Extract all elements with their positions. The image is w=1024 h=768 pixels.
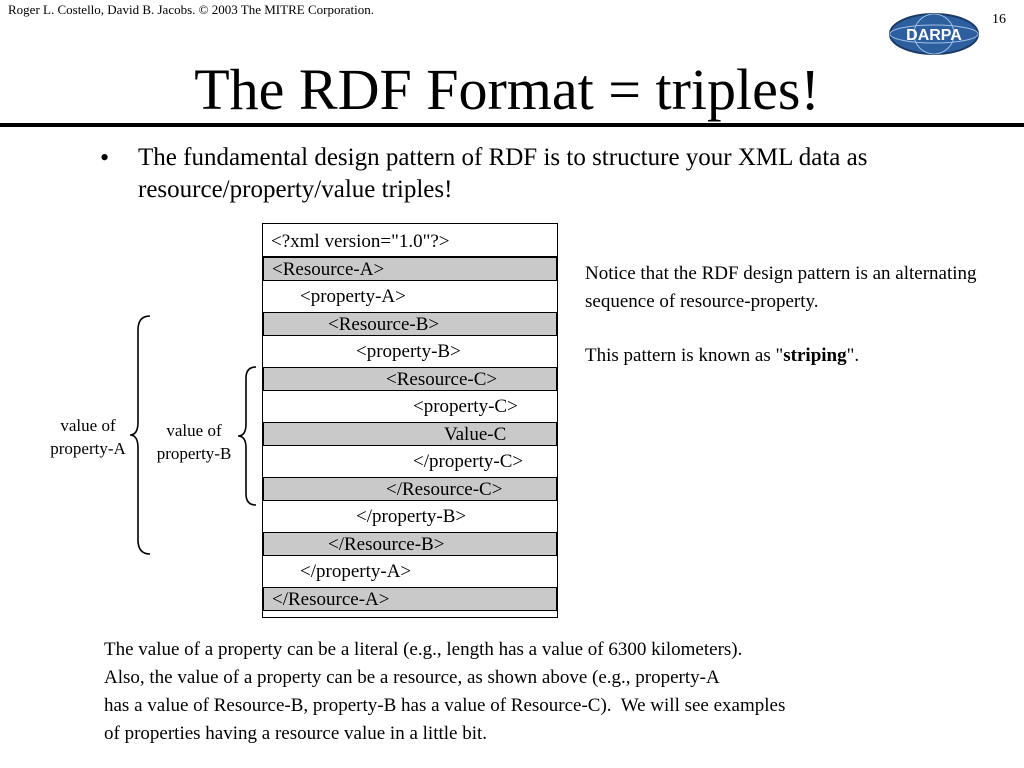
code-line: </property-B> — [356, 506, 467, 527]
paragraph-line: has a value of Resource-B, property-B ha… — [104, 695, 786, 716]
code-line: </Resource-A> — [263, 587, 557, 611]
brace-property-b — [237, 366, 257, 506]
striping-note-prefix: This pattern is known as " — [585, 345, 784, 366]
slide-title: The RDF Format = triples! — [194, 57, 820, 122]
striping-note-suffix: ". — [846, 345, 860, 366]
bullet-text: The fundamental design pattern of RDF is… — [138, 144, 868, 203]
brace-label-property-a: value of property-A — [38, 414, 138, 460]
code-line: </property-A> — [300, 561, 412, 582]
code-line: <property-A> — [300, 286, 406, 307]
label-line: value of — [166, 421, 222, 440]
row-separator — [263, 256, 557, 257]
code-line: <property-B> — [356, 341, 461, 362]
code-line: <property-C> — [413, 396, 518, 417]
code-line: </property-C> — [413, 451, 524, 472]
label-line: property-A — [50, 439, 126, 458]
code-line: Value-C — [263, 422, 557, 446]
notice-text: Notice that the RDF design pattern is an… — [585, 263, 977, 312]
code-line: <Resource-B> — [263, 312, 557, 336]
logo-text: DARPA — [906, 27, 962, 44]
paragraph-line: The value of a property can be a literal… — [104, 639, 743, 660]
striping-note: This pattern is known as "striping". — [585, 342, 1005, 370]
darpa-logo: DARPA — [889, 13, 979, 55]
code-line: <Resource-C> — [263, 367, 557, 391]
code-line: <Resource-A> — [263, 257, 557, 281]
brace-label-property-b: value of property-B — [146, 419, 242, 465]
title-rule — [0, 123, 1024, 127]
xml-code-table: <?xml version="1.0"?> <Resource-A> <prop… — [262, 223, 558, 618]
brace-property-a — [129, 315, 151, 555]
explanation-paragraph: The value of a property can be a literal… — [104, 636, 1004, 748]
code-line: <?xml version="1.0"?> — [271, 231, 450, 252]
paragraph-line: of properties having a resource value in… — [104, 723, 488, 744]
paragraph-line: Also, the value of a property can be a r… — [104, 667, 720, 688]
copyright-notice: Roger L. Costello, David B. Jacobs. © 20… — [8, 2, 375, 17]
code-line: </Resource-C> — [263, 477, 557, 501]
striping-term: striping — [783, 345, 847, 366]
label-line: value of — [60, 416, 116, 435]
page-number: 16 — [992, 12, 1006, 27]
bullet-marker: • — [100, 143, 110, 172]
code-line: </Resource-B> — [263, 532, 557, 556]
label-line: property-B — [156, 444, 232, 463]
